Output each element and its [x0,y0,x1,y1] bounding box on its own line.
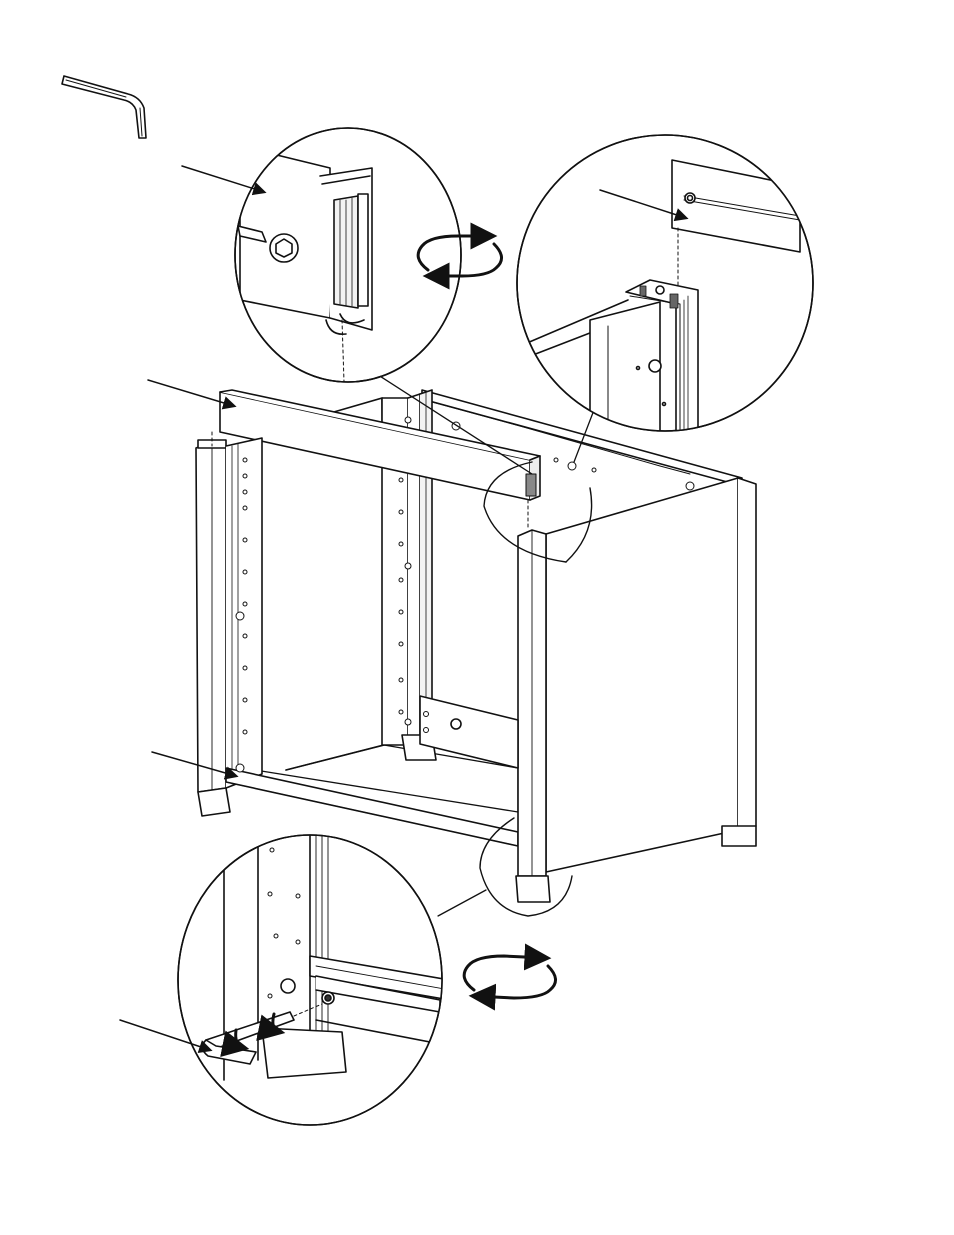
bottom-front-rail [226,768,518,846]
right-front-upright [516,530,550,902]
top-rail-end-callout [235,128,461,382]
leader-line-top-rail [182,166,264,192]
cabinet-frame [196,390,756,902]
rotate-symbol-bottom [464,956,555,998]
foot-tighten-callout [178,835,450,1125]
hex-key-icon [62,76,146,138]
left-front-upright [196,438,262,816]
right-side-panel [546,478,756,872]
panel-mount-callout [517,135,813,440]
